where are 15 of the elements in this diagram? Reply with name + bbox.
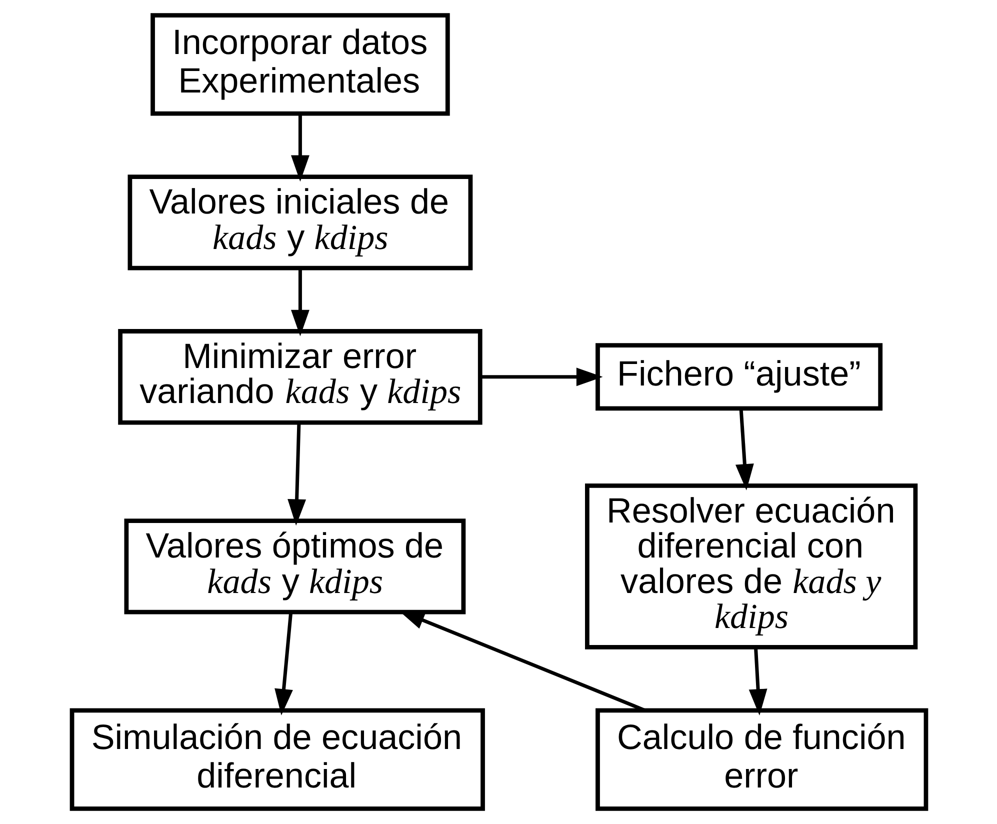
arrow [734, 408, 754, 490]
node-box: Calculo de función error [595, 708, 928, 811]
node-box: Valores óptimos de kads y kdips [124, 518, 466, 614]
arrow [290, 268, 309, 336]
node-box: Resolver ecuación diferencial con valores de kads y kdips [584, 484, 918, 650]
arrow [480, 368, 602, 386]
node-box: Fichero “ajuste” [595, 343, 882, 411]
node-box: Simulación de ecuación diferencial [69, 708, 484, 811]
arrow [290, 114, 309, 182]
arrow [274, 612, 292, 716]
arrow [748, 647, 767, 716]
arrow [287, 422, 306, 526]
node-box: Minimizar error variando kads y kdips [118, 329, 482, 425]
node-box: Valores iniciales de kads y kdips [127, 174, 472, 270]
node-box: Incorporar datos Experimentales [150, 13, 450, 116]
